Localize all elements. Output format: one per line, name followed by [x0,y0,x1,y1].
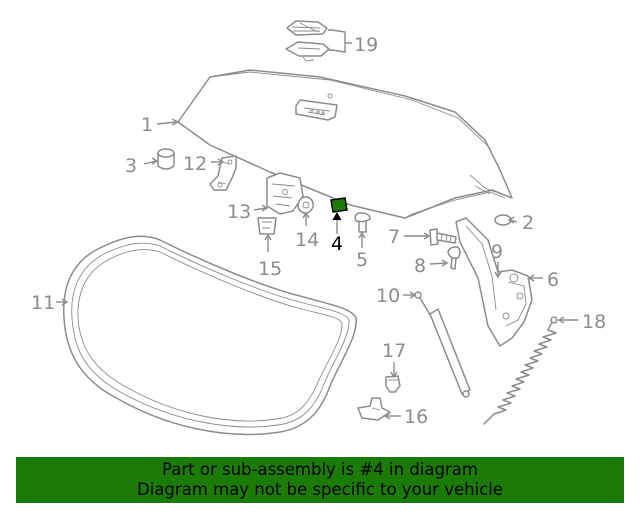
callout-7: 7 [388,226,400,248]
part-19-emblem [285,20,330,62]
callout-8: 8 [414,255,426,277]
part-8-stud [447,246,461,270]
callout-15: 15 [258,258,282,280]
part-4-highlighted [330,197,348,213]
callout-9: 9 [491,241,503,263]
callout-5: 5 [356,249,368,271]
banner-line-disclaimer: Diagram may not be specific to your vehi… [137,480,503,499]
part-17-clip [385,375,401,393]
callout-12: 12 [183,153,207,175]
part-info-banner: Part or sub-assembly is #4 in diagram Di… [16,457,624,503]
part-16-bracket [357,397,391,421]
callout-18: 18 [582,311,606,333]
callout-1: 1 [141,114,153,136]
part-6-hinge [455,217,533,347]
callout-2: 2 [522,212,534,234]
callout-13: 13 [227,201,251,223]
part-18-spring [483,316,558,425]
callout-17: 17 [382,340,406,362]
part-12-striker [209,155,237,191]
callout-14: 14 [295,229,319,251]
part-3-bumper [157,148,175,170]
parts-diagram: 1 2 3 4 5 6 7 8 9 10 11 12 13 14 15 16 1… [31,20,606,436]
part-1-deck-lid [177,69,513,219]
callout-4: 4 [331,233,343,255]
banner-line-part: Part or sub-assembly is #4 in diagram [162,460,478,479]
part-5-pin [354,212,371,233]
callout-11: 11 [31,292,55,314]
part-10-strut [414,291,471,398]
callout-6: 6 [547,269,559,291]
callout-10: 10 [376,285,400,307]
part-11-weatherstrip [62,235,357,436]
part-7-bolt [429,228,457,246]
part-13-latch [266,172,304,215]
callout-3: 3 [125,155,137,177]
callout-16: 16 [404,406,428,428]
leader-lines [56,29,578,420]
callout-19: 19 [354,34,378,56]
part-15-clip [257,217,277,235]
part-14-grommet [297,196,314,214]
